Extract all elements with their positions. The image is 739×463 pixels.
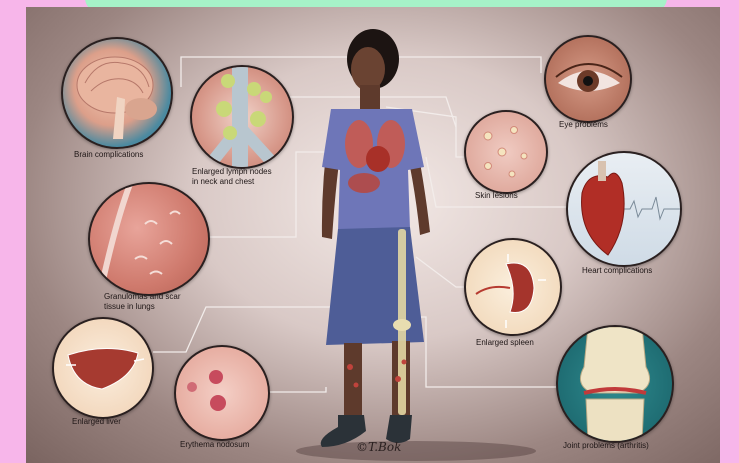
lymph-nodes-label: Enlarged lymph nodes in neck and chest (192, 167, 272, 187)
erythema-label: Erythema nodosum (180, 440, 249, 450)
eye-circle (544, 35, 632, 123)
skin-lesions-label: Skin lesions (475, 191, 518, 201)
lung-tissue-circle (88, 182, 210, 296)
lymph-nodes-circle (190, 65, 294, 169)
artist-signature: ©T.Bok (356, 440, 401, 454)
spleen-label: Enlarged spleen (476, 338, 534, 348)
heart-circle (566, 151, 682, 267)
lungs-label: Granulomas and scar tissue in lungs (104, 292, 180, 312)
heart-label: Heart complications (582, 266, 652, 276)
joint-circle (556, 325, 674, 443)
eye-label: Eye problems (559, 120, 608, 130)
spleen-circle (464, 238, 562, 336)
illustration-panel: Brain complications Enlarged lymph nodes… (26, 7, 720, 463)
joint-label: Joint problems (arthritis) (563, 441, 649, 451)
erythema-circle (174, 345, 270, 441)
brain-circle (61, 37, 173, 149)
skin-lesions-circle (464, 110, 548, 194)
brain-label: Brain complications (74, 150, 143, 160)
liver-label: Enlarged liver (72, 417, 121, 427)
liver-circle (52, 317, 154, 419)
heart-organ (366, 146, 390, 172)
